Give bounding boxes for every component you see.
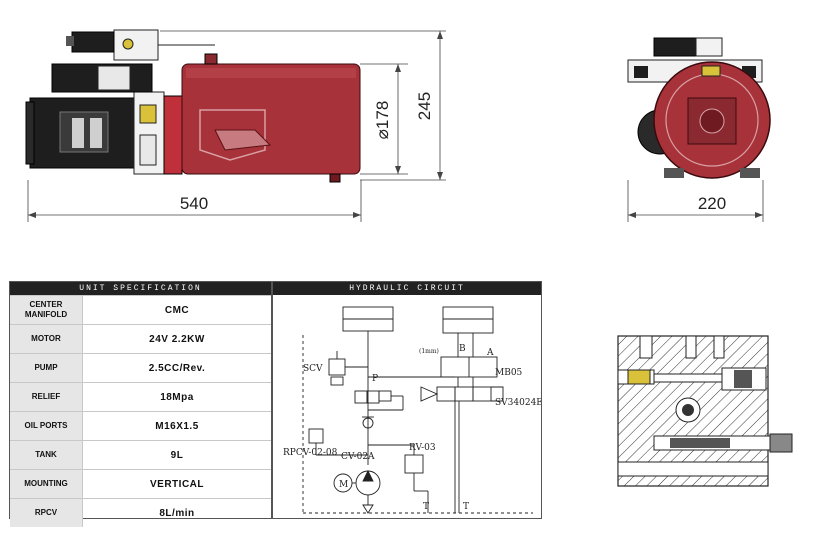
spec-value: 2.5CC/Rev. (148, 362, 206, 374)
sv-valve-label: SV34024E (495, 398, 541, 408)
mb05-label: MB05 (495, 368, 523, 378)
spec-label: TANK (10, 441, 83, 469)
oil-tank (181, 63, 361, 175)
motor-symbol-label: M (339, 480, 348, 490)
dimension-height: 245 (160, 30, 446, 181)
spec-row-relief: RELIEF 18Mpa (10, 382, 271, 411)
dimension-length: 540 (27, 180, 362, 222)
b-port-label: B (459, 344, 466, 354)
dimension-diameter: ⌀178 (360, 63, 408, 175)
spec-row-pump: PUMP 2.5CC/Rev. (10, 353, 271, 382)
spec-row-tank: TANK 9L (10, 440, 271, 469)
unit-specification-table: UNIT SPECIFICATION CENTER MANIFOLD CMC M… (9, 281, 272, 527)
dimension-width: 220 (627, 180, 764, 222)
spec-label: PUMP (10, 354, 83, 382)
spec-value: 8L/min (159, 507, 195, 519)
spec-label: RELIEF (10, 383, 83, 411)
spec-value: 9L (170, 449, 184, 461)
spec-label: CENTER MANIFOLD (10, 296, 83, 324)
tank-port-label-2: T (463, 502, 469, 512)
end-view (627, 37, 771, 179)
spec-value: M16X1.5 (155, 420, 199, 432)
spec-row-motor: MOTOR 24V 2.2KW (10, 324, 271, 353)
manifold-section-view (617, 335, 793, 487)
side-view (25, 29, 361, 183)
hydraulic-circuit-diagram: SCV P A B (1mm) MB05 SV34024E RPCV-02-08… (283, 306, 543, 514)
cv-label: CV-02A (341, 452, 375, 462)
spec-value: CMC (164, 304, 190, 316)
spec-label: OIL PORTS (10, 412, 83, 440)
height-dimension-label: 245 (415, 92, 434, 120)
spec-row-rpcv: RPCV 8L/min (10, 498, 271, 527)
spec-label: RPCV (10, 499, 83, 527)
spec-label: MOUNTING (10, 470, 83, 498)
spec-row-center-manifold: CENTER MANIFOLD CMC (10, 295, 271, 324)
spec-value: VERTICAL (150, 478, 204, 490)
rv-label: RV-03 (409, 443, 436, 453)
spec-table-title: UNIT SPECIFICATION (10, 282, 271, 295)
one-mm-label: (1mm) (419, 348, 439, 355)
width-dimension-label: 220 (698, 194, 726, 213)
spec-value: 18Mpa (160, 391, 194, 403)
spec-row-oil-ports: OIL PORTS M16X1.5 (10, 411, 271, 440)
spec-row-mounting: MOUNTING VERTICAL (10, 469, 271, 498)
hydraulic-circuit-panel: HYDRAULIC CIRCUIT (272, 281, 543, 519)
tank-port-label-1: T (423, 502, 429, 512)
a-port-label: A (486, 348, 494, 358)
circuit-title: HYDRAULIC CIRCUIT (273, 282, 541, 295)
diameter-dimension-label: ⌀178 (373, 101, 392, 140)
spec-value: 24V 2.2KW (149, 333, 205, 345)
technical-drawing: 540 ⌀178 245 (25, 29, 771, 222)
rpcv-label: RPCV-02-08 (283, 448, 338, 458)
length-dimension-label: 540 (180, 194, 208, 213)
p-port-label: P (372, 374, 378, 384)
scv-label: SCV (303, 364, 323, 374)
spec-label: MOTOR (10, 325, 83, 353)
